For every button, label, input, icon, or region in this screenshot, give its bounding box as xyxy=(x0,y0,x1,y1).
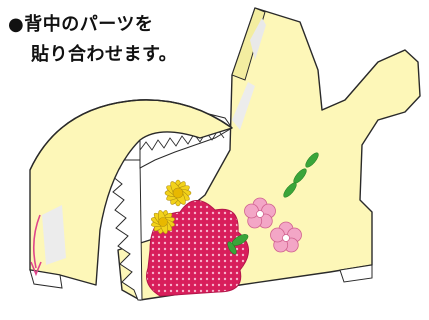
chrysanthemum-icon xyxy=(151,179,192,234)
horse-neck-edge xyxy=(231,7,266,81)
bottom-tab-right xyxy=(339,264,373,283)
instruction-line-2: 貼り合わせます。 xyxy=(31,44,178,65)
leaf-icon xyxy=(227,152,319,255)
neck-highlight-2 xyxy=(232,82,255,130)
plum-blossom-icon xyxy=(244,197,302,253)
back-panel-highlight xyxy=(42,205,66,265)
instruction-caption: ●背中のパーツを 貼り合わせます。 xyxy=(8,10,177,70)
bottom-tab-left xyxy=(29,269,63,289)
instruction-line-1: ●背中のパーツを xyxy=(8,14,154,35)
head-edge xyxy=(321,49,406,111)
back-tab-teeth xyxy=(139,129,225,151)
fold-arrow-icon xyxy=(30,214,42,277)
zigzag-tabs xyxy=(110,159,143,301)
back-panel-top-edge xyxy=(29,99,233,171)
neck-highlight xyxy=(250,18,266,60)
